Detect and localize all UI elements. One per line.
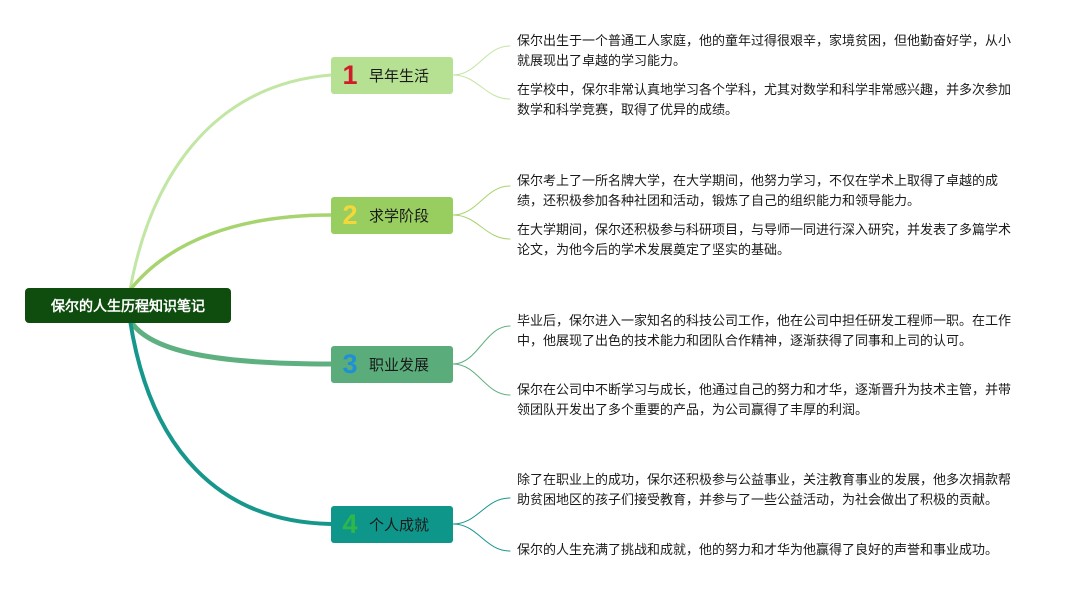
- note-text[interactable]: 保尔考上了一所名牌大学，在大学期间，他努力学习，不仅在学术上取得了卓越的成绩，还…: [517, 174, 999, 209]
- branch-label: 个人成就: [369, 516, 430, 534]
- branch-topic-early-life[interactable]: 1 早年生活: [331, 57, 453, 94]
- connector-line: [127, 317, 334, 367]
- connector-line: [128, 73, 333, 292]
- connector-line: [452, 497, 511, 525]
- connector-line: [452, 214, 511, 240]
- connector-line: [452, 74, 511, 100]
- branch-label: 早年生活: [369, 67, 430, 85]
- note-text[interactable]: 在大学期间，保尔还积极参与科研项目，与导师一同进行深入研究，并发表了多篇学术论文…: [517, 223, 1012, 258]
- note-text[interactable]: 除了在职业上的成功，保尔还积极参与公益事业，关注教育事业的发展，他多次捐款帮助贫…: [517, 473, 1012, 508]
- branch-number-badge: 1: [342, 60, 358, 90]
- note-text[interactable]: 在学校中，保尔非常认真地学习各个学科，尤其对数学和科学非常感兴趣，并多次参加数学…: [517, 83, 1012, 118]
- branch-number-badge: 3: [342, 349, 358, 379]
- branch-number-badge: 2: [342, 200, 358, 230]
- connector-line: [452, 325, 511, 365]
- connector-line: [128, 213, 333, 292]
- branch-topic-education[interactable]: 2 求学阶段: [331, 197, 453, 234]
- branch-number-badge: 4: [342, 509, 358, 539]
- branch-topic-career[interactable]: 3 职业发展: [331, 346, 453, 383]
- connector-line: [452, 45, 511, 76]
- note-text[interactable]: 保尔出生于一个普通工人家庭，他的童年过得很艰辛，家境贫困，但他勤奋好学，从小就展…: [517, 34, 1012, 69]
- branch-label: 职业发展: [369, 356, 430, 374]
- note-text[interactable]: 保尔的人生充满了挑战和成就，他的努力和才华为他赢得了良好的声誉和事业成功。: [517, 543, 999, 558]
- root-topic-label: 保尔的人生历程知识笔记: [51, 298, 205, 315]
- note-text[interactable]: 毕业后，保尔进入一家知名的科技公司工作，他在公司中担任研发工程师一职。在工作中，…: [517, 314, 1012, 349]
- note-text[interactable]: 保尔在公司中不断学习与成长，他通过自己的努力和才华，逐渐晋升为技术主管，并带领团…: [517, 383, 1012, 418]
- connector-line: [452, 185, 511, 216]
- root-topic[interactable]: 保尔的人生历程知识笔记: [25, 288, 231, 323]
- connector-line: [452, 363, 511, 396]
- branch-label: 求学阶段: [369, 207, 430, 225]
- connector-line: [128, 318, 333, 526]
- connector-line: [452, 523, 511, 552]
- branch-topic-achievements[interactable]: 4 个人成就: [331, 506, 453, 543]
